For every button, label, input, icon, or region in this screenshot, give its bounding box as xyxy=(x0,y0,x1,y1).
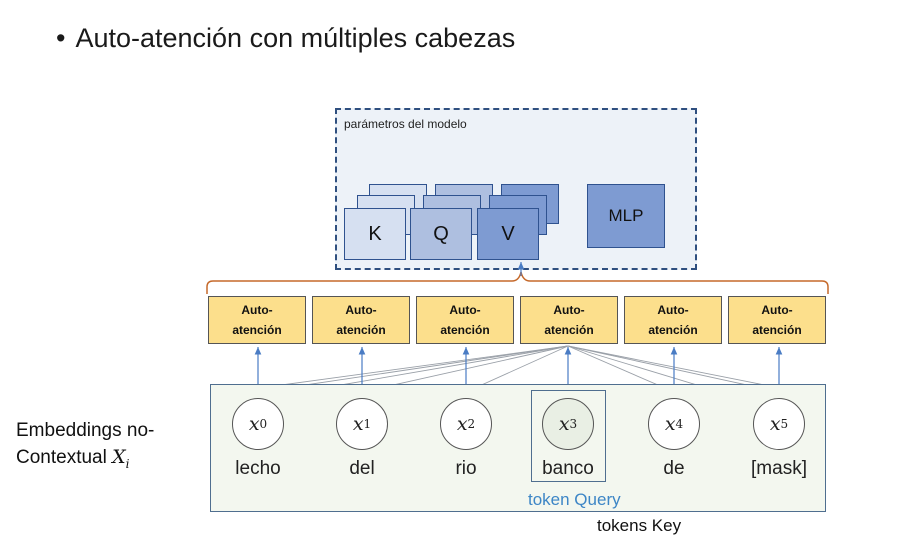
heads-bracket xyxy=(206,271,829,294)
token-word-0: lecho xyxy=(235,458,281,479)
token-var: x xyxy=(769,413,781,435)
attention-head-line1: Auto- xyxy=(449,303,481,317)
tokens-key-label: tokens Key xyxy=(597,516,682,535)
mlp-matrix: MLP xyxy=(587,184,665,248)
token-sub: 0 xyxy=(259,417,268,431)
attention-head-line1: Auto- xyxy=(241,303,273,317)
embeddings-label-sub: i xyxy=(125,456,130,471)
attention-head-line2: atención xyxy=(232,323,282,337)
query-token-highlight xyxy=(531,390,606,482)
token-var: x xyxy=(248,413,260,435)
attention-head-4: Auto-atención xyxy=(624,296,722,344)
token-sub: 3 xyxy=(569,417,578,431)
attention-head-line1: Auto- xyxy=(761,303,793,317)
attention-head-5: Auto-atención xyxy=(728,296,826,344)
embeddings-label-line1: Embeddings no- xyxy=(16,420,155,441)
attention-head-1: Auto-atención xyxy=(312,296,410,344)
slide-title: • Auto-atención con múltiples cabezas xyxy=(56,18,515,58)
attention-head-line2: atención xyxy=(648,323,698,337)
token-query-label: token Query xyxy=(528,490,621,509)
attention-head-line2: atención xyxy=(544,323,594,337)
token-var: x xyxy=(664,413,676,435)
attention-head-line1: Auto- xyxy=(657,303,689,317)
key-matrix: K xyxy=(344,208,406,260)
value-matrix: V xyxy=(477,208,539,260)
token-var: x xyxy=(558,413,570,435)
attention-head-line1: Auto- xyxy=(345,303,377,317)
token-var: x xyxy=(456,413,468,435)
token-sub: 4 xyxy=(675,417,684,431)
attention-head-line2: atención xyxy=(336,323,386,337)
attention-head-line2: atención xyxy=(752,323,802,337)
bullet: • xyxy=(56,23,66,53)
attention-head-line1: Auto- xyxy=(553,303,585,317)
token-word-3: banco xyxy=(542,458,594,479)
attention-head-0: Auto-atención xyxy=(208,296,306,344)
embeddings-label: Embeddings no- Contextual Xi xyxy=(16,418,154,477)
token-var: x xyxy=(352,413,364,435)
attention-head-2: Auto-atención xyxy=(416,296,514,344)
attention-head-line2: atención xyxy=(440,323,490,337)
embeddings-label-var: X xyxy=(112,446,126,468)
title-text: Auto-atención con múltiples cabezas xyxy=(75,23,516,53)
embeddings-label-line2: Contextual xyxy=(16,447,107,468)
query-matrix: Q xyxy=(410,208,472,260)
attention-head-3: Auto-atención xyxy=(520,296,618,344)
token-sub: 1 xyxy=(363,417,372,431)
token-word-2: rio xyxy=(455,458,477,479)
token-word-5: [mask] xyxy=(751,458,807,479)
embeddings-box xyxy=(210,384,826,512)
model-parameters-label: parámetros del modelo xyxy=(344,117,467,131)
token-word-4: de xyxy=(663,458,685,479)
token-sub: 2 xyxy=(467,417,476,431)
token-word-1: del xyxy=(349,458,375,479)
token-sub: 5 xyxy=(780,417,789,431)
